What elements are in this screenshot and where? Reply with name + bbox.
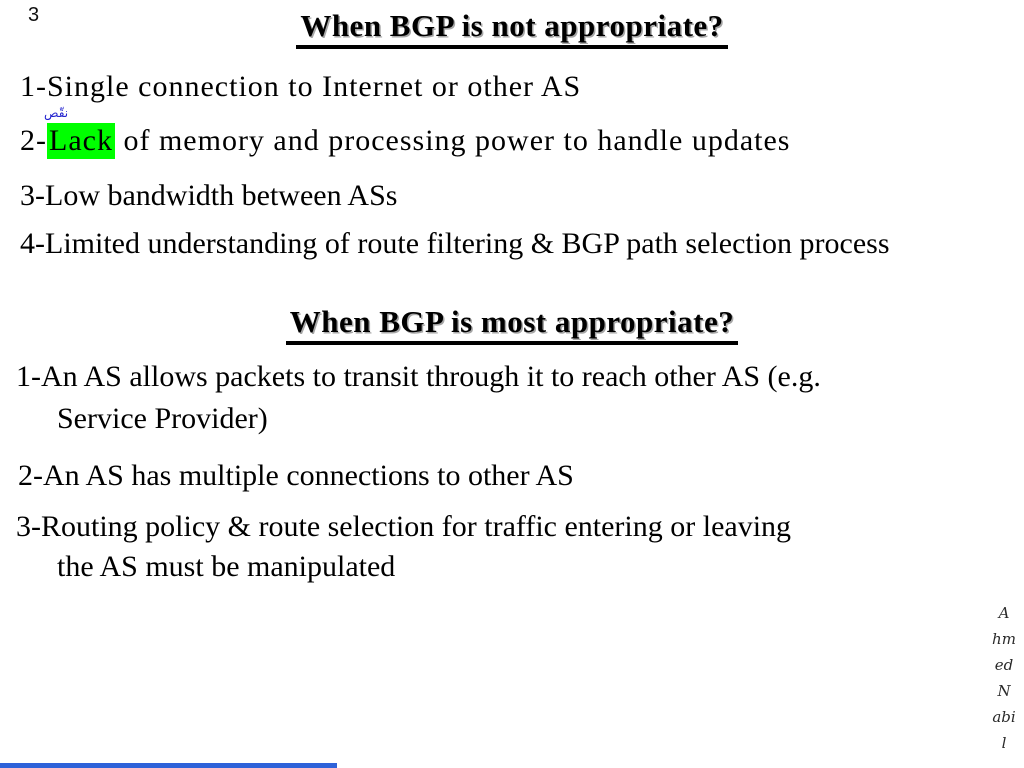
- not-appropriate-item-3: 3-Low bandwidth between ASs: [20, 179, 398, 212]
- author-signature: A hm ed N abi l: [990, 600, 1018, 756]
- signature-segment: abi: [992, 708, 1016, 726]
- most-appropriate-item-2: 2-An AS has multiple connections to othe…: [18, 459, 574, 492]
- signature-segment: hm: [992, 630, 1016, 648]
- signature-segment: A: [998, 604, 1010, 622]
- not-appropriate-item-1: 1-Single connection to Internet or other…: [20, 70, 582, 103]
- most-appropriate-item-3-line-1: 3-Routing policy & route selection for t…: [16, 510, 792, 543]
- arabic-annotation: نقّص: [44, 106, 69, 120]
- section1-title: When BGP is not appropriate?: [296, 8, 728, 49]
- item2-prefix: 2-: [20, 124, 47, 157]
- item2-highlighted-word: Lack: [47, 123, 115, 159]
- section2-title: When BGP is most appropriate?: [285, 304, 739, 345]
- signature-segment: N: [997, 682, 1011, 700]
- section1-title-row: When BGP is not appropriate?: [0, 8, 1024, 49]
- signature-segment: l: [1001, 734, 1007, 752]
- signature-segment: ed: [994, 656, 1014, 674]
- page-number: 3: [28, 4, 40, 26]
- not-appropriate-item-4: 4-Limited understanding of route filteri…: [20, 227, 890, 260]
- not-appropriate-item-2: 2-Lack of memory and processing power to…: [20, 123, 791, 159]
- most-appropriate-item-3-line-2: the AS must be manipulated: [57, 550, 396, 583]
- section2-title-row: When BGP is most appropriate?: [0, 304, 1024, 345]
- most-appropriate-item-1-line-2: Service Provider): [57, 402, 268, 435]
- item2-suffix: of memory and processing power to handle…: [114, 124, 791, 157]
- most-appropriate-item-1-line-1: 1-An AS allows packets to transit throug…: [16, 360, 821, 393]
- bottom-blue-bar: [0, 763, 337, 768]
